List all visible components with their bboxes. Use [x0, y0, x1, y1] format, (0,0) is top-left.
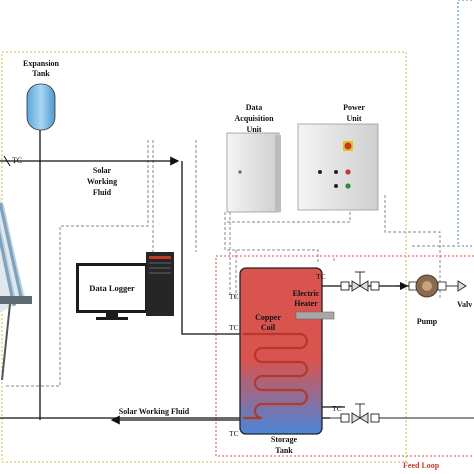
- storage-tank-label-1: Storage: [271, 435, 298, 444]
- daq-label-3: Unit: [246, 125, 261, 134]
- coil-label-1: Copper: [255, 313, 281, 322]
- storage-tank-icon: [239, 267, 335, 435]
- tc-label-3: TC: [229, 429, 239, 438]
- daq-label-1: Data: [246, 103, 262, 112]
- power-cabinet-icon: [297, 123, 379, 211]
- valve-label: Valv: [457, 300, 472, 309]
- copper-coil: [243, 332, 309, 420]
- expansion-tank-label-2: Tank: [32, 69, 50, 78]
- expansion-tank-icon: [26, 83, 56, 131]
- valve-icon-right: [446, 280, 467, 292]
- electric-heater: [295, 311, 335, 320]
- power-label-2: Unit: [346, 114, 361, 123]
- heater-label-1: Electric: [293, 289, 320, 298]
- tc-label-5: TC: [332, 404, 342, 413]
- valve-icon-bottom: [330, 403, 474, 424]
- data-logger-label: Data Logger: [89, 283, 135, 293]
- solar-collector-icon: [0, 196, 32, 381]
- tc-label-top: TC: [12, 156, 22, 165]
- tc-label-4: TC: [316, 272, 326, 281]
- pump-label: Pump: [417, 317, 438, 326]
- feed-loop-boundary: [215, 255, 474, 457]
- solar-fluid-label-2: Working: [87, 177, 117, 186]
- computer-icon: [76, 252, 174, 320]
- coil-label-2: Coil: [261, 323, 276, 332]
- feed-loop-label: Feed Loop: [403, 461, 440, 470]
- right-panel-boundary: [457, 0, 474, 247]
- tc-label-1: TC: [229, 292, 239, 301]
- solar-fluid-label-3: Fluid: [93, 188, 112, 197]
- solar-fluid-label-1: Solar: [93, 166, 112, 175]
- signal-wires: [4, 140, 460, 387]
- heater-label-2: Heater: [294, 299, 318, 308]
- expansion-tank-label-1: Expansion: [23, 59, 60, 68]
- daq-cabinet-icon: [226, 132, 281, 213]
- storage-tank-label-2: Tank: [275, 446, 293, 455]
- solar-loop-boundary: [1, 51, 407, 463]
- power-label-1: Power: [343, 103, 365, 112]
- bottom-fluid-label: Solar Working Fluid: [119, 407, 190, 416]
- daq-label-2: Acquisition: [234, 114, 274, 123]
- pump-icon: [408, 274, 447, 298]
- valve-icon: [340, 271, 380, 292]
- tc-label-2: TC: [229, 323, 239, 332]
